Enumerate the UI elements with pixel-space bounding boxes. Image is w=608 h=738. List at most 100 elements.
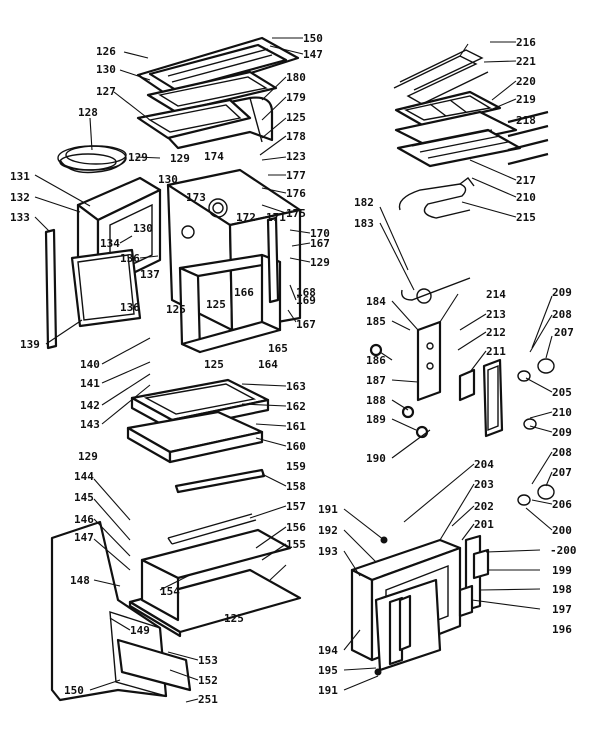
part-label-125d: 125 [204, 358, 224, 371]
part-label-166: 166 [234, 286, 254, 299]
part-label-137: 137 [140, 268, 160, 281]
part-label-210b: 210 [552, 406, 572, 419]
part-label-251: 251 [198, 693, 218, 706]
part-label-203: 203 [474, 478, 494, 491]
part-label-165: 165 [268, 342, 288, 355]
part-label-130a: 130 [96, 63, 116, 76]
part-label-136b: 136 [120, 301, 140, 314]
hinge-pins [374, 536, 388, 676]
part-label-211: 211 [486, 345, 506, 358]
part-label-188: 188 [366, 394, 386, 407]
part-label-196: 196 [552, 623, 572, 636]
oven-rack-upper [394, 90, 502, 128]
control-bracket [416, 320, 442, 402]
part-label-198: 198 [552, 583, 572, 596]
part-label-197: 197 [552, 603, 572, 616]
part-label-186: 186 [366, 354, 386, 367]
part-label-142: 142 [80, 399, 100, 412]
part-label-200a: 200 [552, 524, 572, 537]
part-label-145: 145 [74, 491, 94, 504]
part-label-208b: 208 [552, 446, 572, 459]
part-label-201: 201 [474, 518, 494, 531]
part-label-153: 153 [198, 654, 218, 667]
drawer-rail [174, 468, 266, 494]
drawer-front [50, 520, 192, 702]
part-label-129d: 129 [78, 450, 98, 463]
part-label-129c: 129 [310, 256, 330, 269]
part-label-129a: 129 [128, 151, 148, 164]
cooktop-frame [146, 70, 278, 114]
part-label-213: 213 [486, 308, 506, 321]
part-label-173: 173 [186, 191, 206, 204]
knobs [517, 358, 555, 506]
part-label-134: 134 [100, 237, 120, 250]
part-label-126: 126 [96, 45, 116, 58]
part-label-214: 214 [486, 288, 506, 301]
part-label-127: 127 [96, 85, 116, 98]
part-label-140: 140 [80, 358, 100, 371]
part-label-125e: 125 [224, 612, 244, 625]
part-label-208a: 208 [552, 308, 572, 321]
part-label-187: 187 [366, 374, 386, 387]
part-label-158: 158 [286, 480, 306, 493]
part-label-129b: 129 [170, 152, 190, 165]
part-label-171: 171 [266, 211, 286, 224]
part-label-150: 150 [303, 32, 323, 45]
part-label-215: 215 [516, 211, 536, 224]
part-label-125c: 125 [206, 298, 226, 311]
bake-element [398, 177, 475, 219]
part-label-217: 217 [516, 174, 536, 187]
part-label-172: 172 [236, 211, 256, 224]
part-label-206: 206 [552, 498, 572, 511]
part-label-144: 144 [74, 470, 94, 483]
part-label-194: 194 [318, 644, 338, 657]
drawer-bottom [128, 528, 302, 638]
leader-lines [34, 37, 553, 703]
part-label-152: 152 [198, 674, 218, 687]
window-frame [482, 358, 504, 438]
part-label-221: 221 [516, 55, 536, 68]
part-label-210a: 210 [516, 191, 536, 204]
part-label-174: 174 [204, 150, 224, 163]
heating-element [167, 513, 257, 545]
part-label-150b: 150 [64, 684, 84, 697]
part-label-123: 123 [286, 150, 306, 163]
part-label-176: 176 [286, 187, 306, 200]
part-label-146: 146 [74, 513, 94, 526]
part-label-183: 183 [354, 217, 374, 230]
broiler-tray [126, 410, 264, 464]
part-label-190: 190 [366, 452, 386, 465]
part-label-163: 163 [286, 380, 306, 393]
part-label-218: 218 [516, 114, 536, 127]
part-label-133: 133 [10, 211, 30, 224]
switch-box [458, 368, 476, 402]
part-label-136a: 136 [120, 252, 140, 265]
part-label-195: 195 [318, 664, 338, 677]
part-label-168: 168 [296, 286, 316, 299]
part-label-175: 175 [286, 207, 306, 220]
part-label-200b: -200 [550, 544, 577, 557]
side-trim-right [266, 216, 280, 304]
part-label-125b: 125 [166, 303, 186, 316]
part-label-216: 216 [516, 36, 536, 49]
part-label-180a: 180 [286, 71, 306, 84]
oven-door-panel [70, 248, 142, 328]
part-label-167b: 167 [296, 318, 316, 331]
part-label-160: 160 [286, 440, 306, 453]
part-label-141: 141 [80, 377, 100, 390]
part-label-207b: 207 [552, 466, 572, 479]
part-label-192: 192 [318, 524, 338, 537]
part-label-209a: 209 [552, 286, 572, 299]
part-label-205: 205 [552, 386, 572, 399]
part-label-147b: 147 [74, 531, 94, 544]
part-label-154: 154 [160, 585, 180, 598]
part-label-184: 184 [366, 295, 386, 308]
part-label-147: 147 [303, 48, 323, 61]
cooktop-top-panel [136, 36, 300, 100]
part-label-202: 202 [474, 500, 494, 513]
door-side-panels [388, 534, 490, 666]
part-label-157: 157 [286, 500, 306, 513]
part-label-156: 156 [286, 521, 306, 534]
